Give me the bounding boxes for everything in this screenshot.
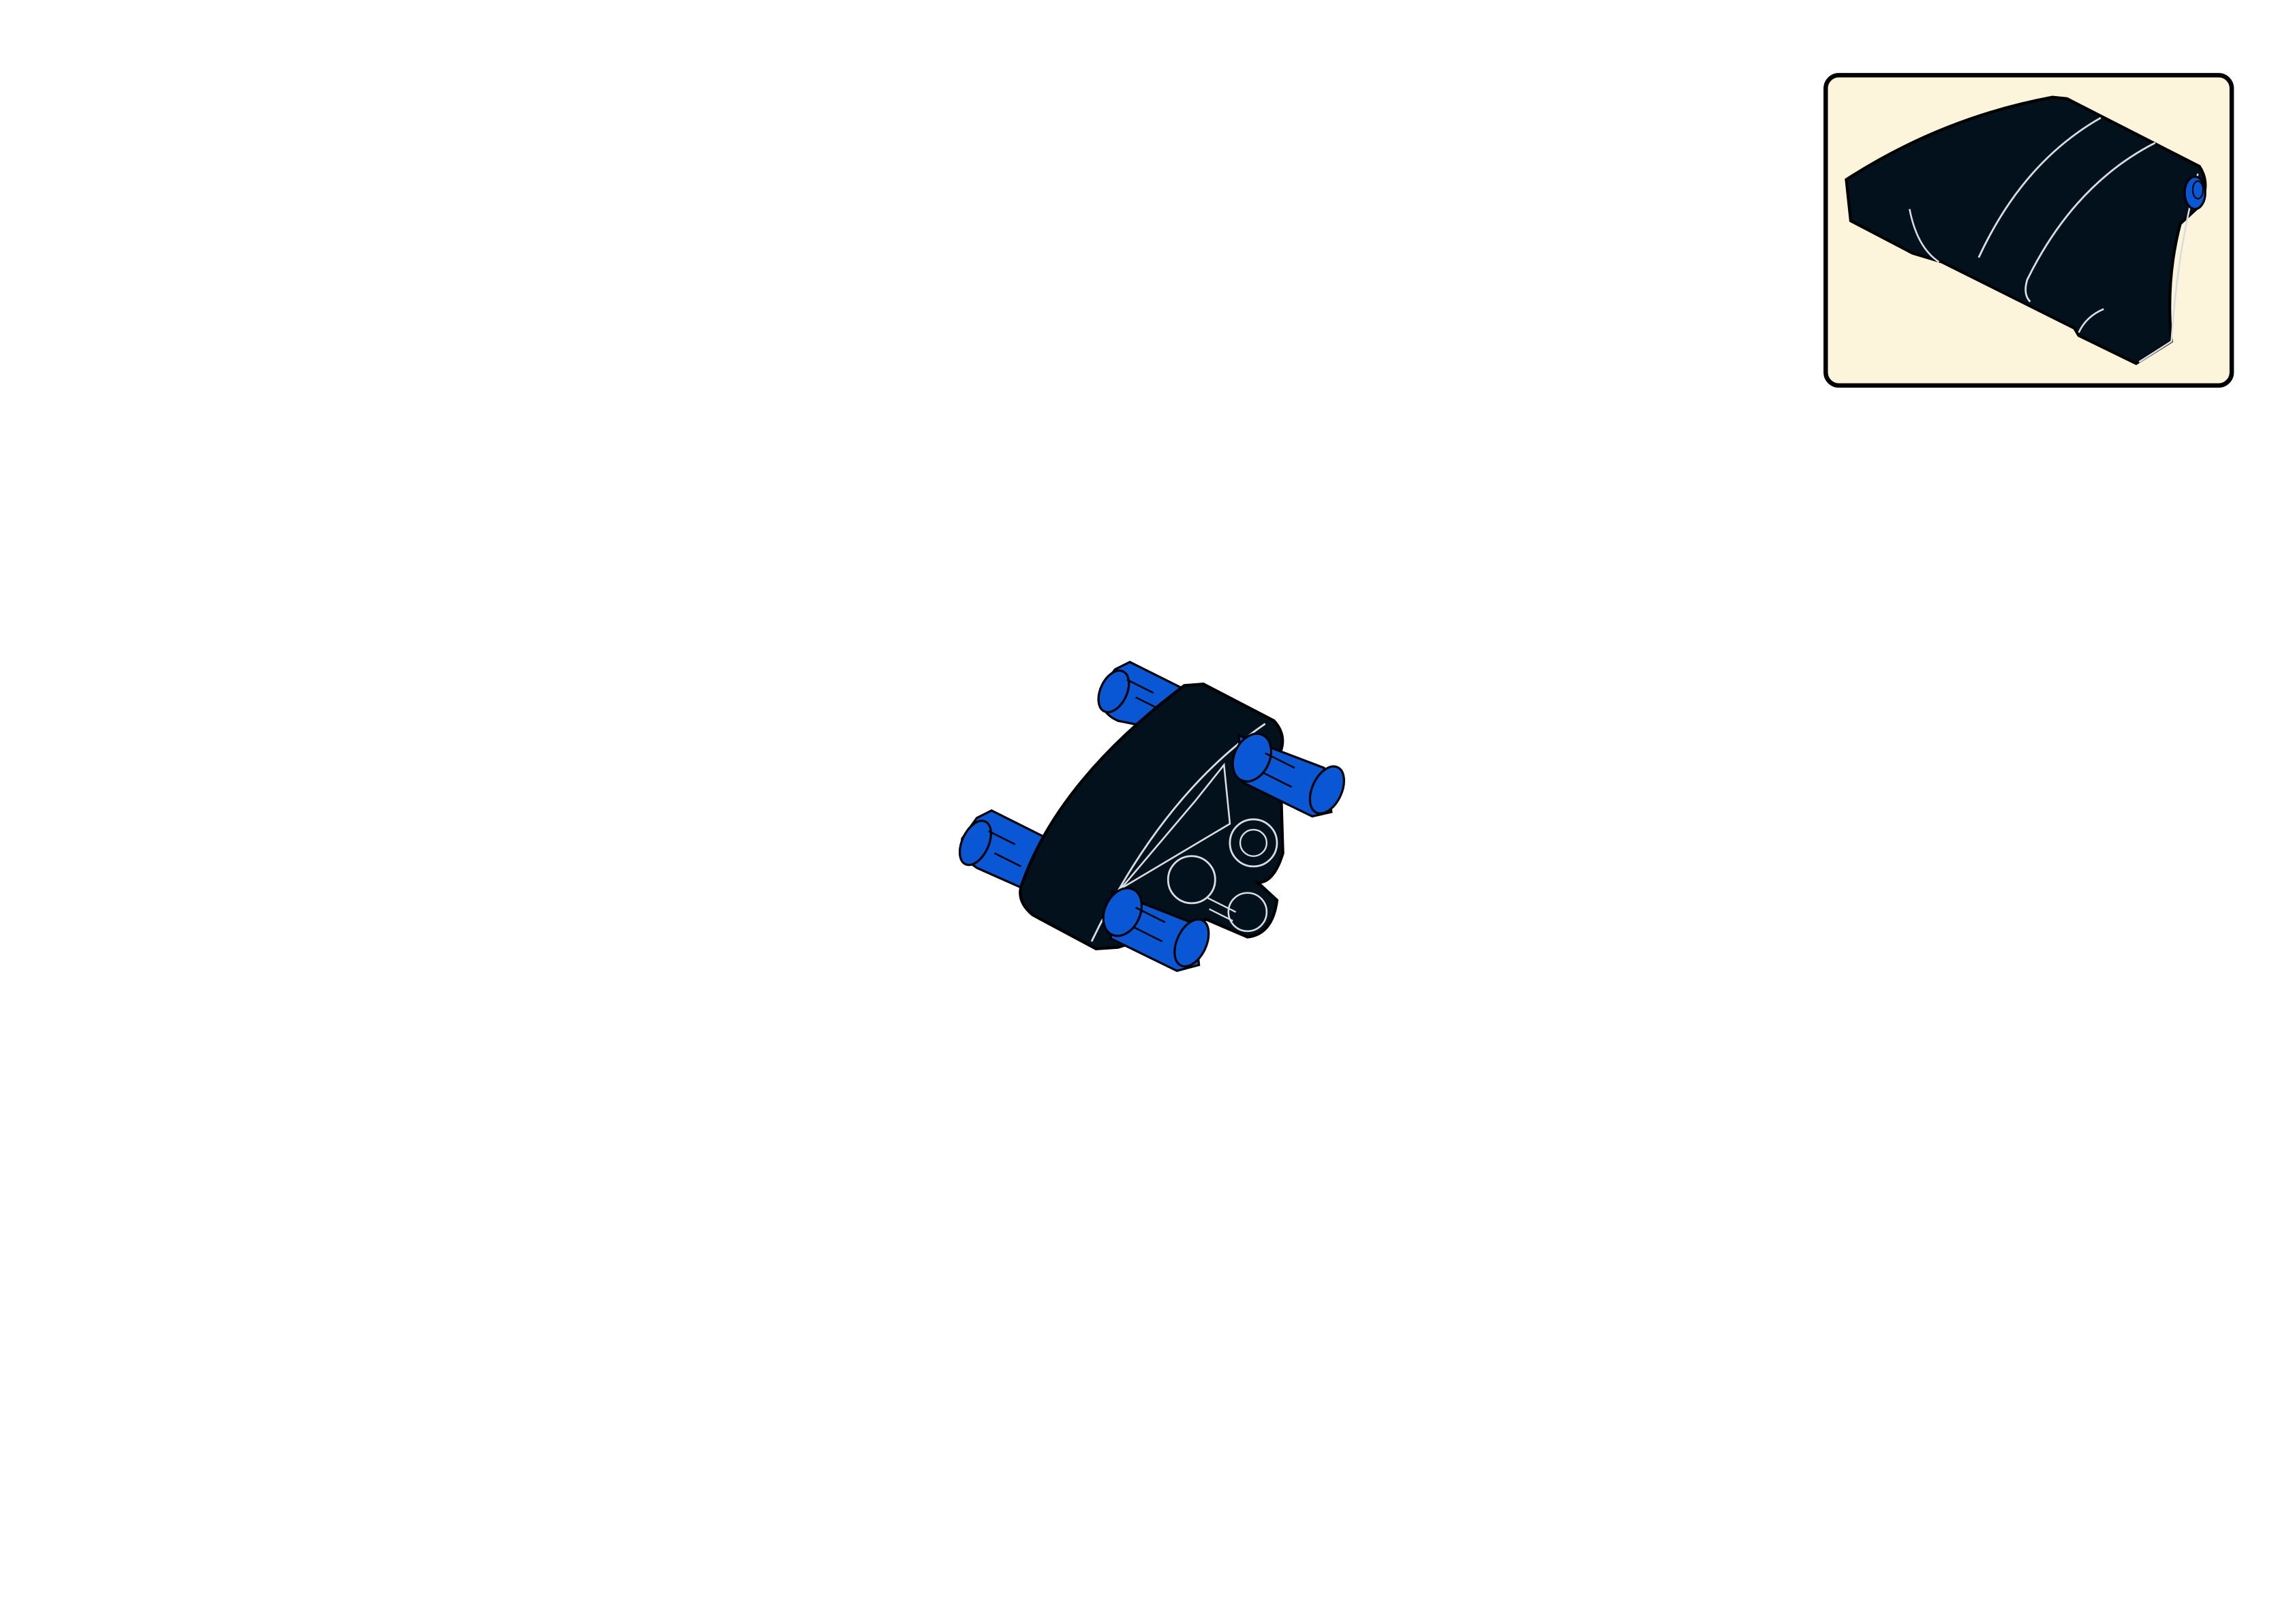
curved-panel-part — [1845, 95, 2207, 365]
pin-end — [2183, 175, 2206, 210]
blue-pin — [1231, 732, 1345, 818]
main-assembly — [958, 660, 1345, 972]
parts-callout — [1823, 73, 2234, 388]
blue-pin — [1102, 887, 1210, 972]
curved-beam — [1019, 682, 1284, 950]
